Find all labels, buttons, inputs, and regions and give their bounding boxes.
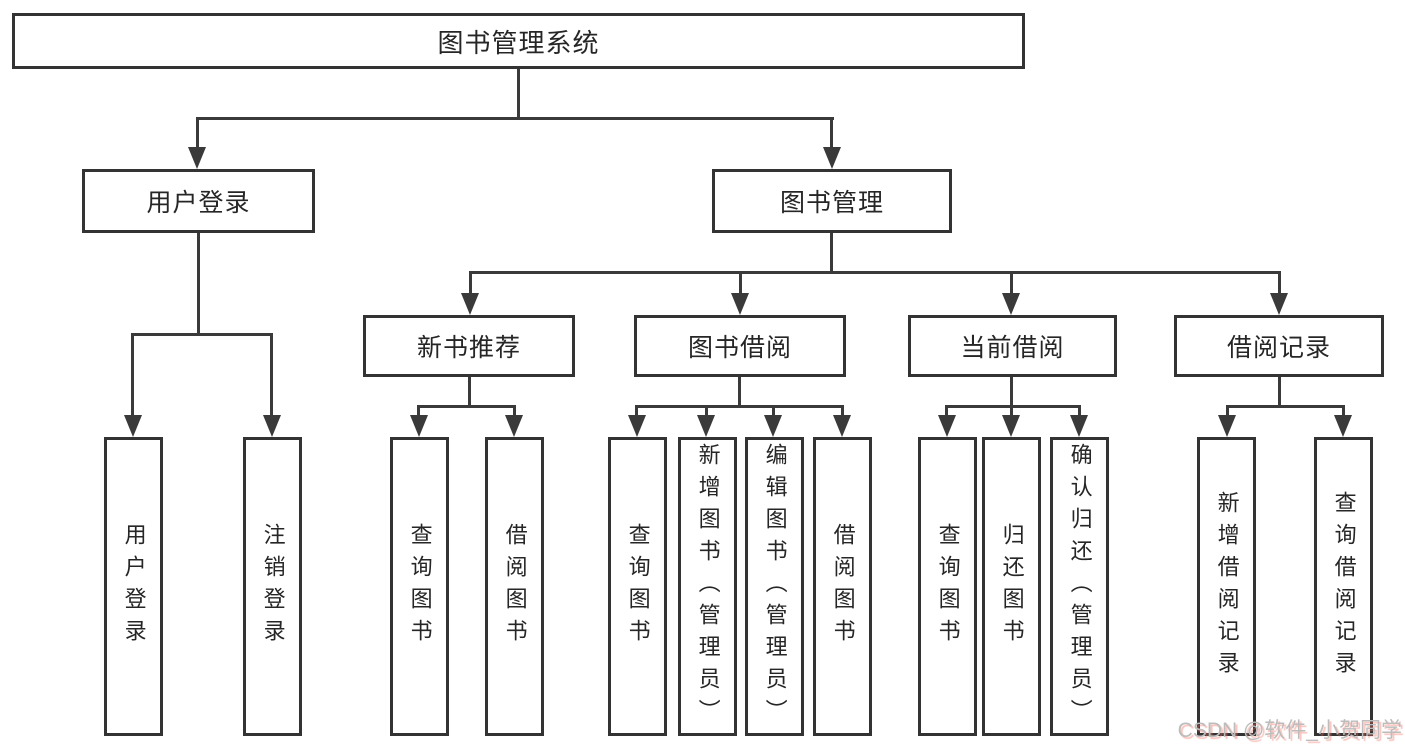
arrow-down-icon (461, 293, 479, 315)
leaf-borrow-book-label: 借阅图书 (830, 522, 856, 651)
connector-line (1278, 377, 1281, 407)
node-current-borrowing: 当前借阅 (908, 315, 1117, 377)
connector-line (469, 271, 1281, 274)
connector-line (738, 377, 741, 407)
arrow-down-icon (1070, 415, 1088, 437)
node-user-login-label: 用户登录 (146, 189, 251, 217)
node-new-book-recommend-label: 新书推荐 (416, 334, 521, 362)
arrow-down-icon (124, 415, 142, 437)
leaf-confirm-return-admin-label: 确认归还（管理员） (1067, 442, 1093, 731)
arrow-down-icon (410, 415, 428, 437)
leaf-edit-book-admin-label: 编辑图书（管理员） (762, 442, 788, 731)
arrow-down-icon (1002, 293, 1020, 315)
connector-line (469, 271, 472, 295)
connector-line (468, 377, 471, 407)
node-new-book-recommend: 新书推荐 (363, 315, 575, 377)
leaf-return-book-label: 归还图书 (999, 522, 1025, 651)
leaf-query-borrow-record: 查询借阅记录 (1314, 437, 1373, 736)
node-borrow-records: 借阅记录 (1174, 315, 1384, 377)
connector-line (841, 405, 844, 417)
connector-line (1078, 405, 1081, 417)
arrow-down-icon (1218, 415, 1236, 437)
connector-line (1010, 271, 1013, 295)
leaf-add-borrow-record: 新增借阅记录 (1197, 437, 1256, 736)
connector-line (197, 233, 200, 334)
connector-line (131, 333, 273, 336)
arrow-down-icon (764, 415, 782, 437)
connector-line (196, 117, 199, 149)
watermark-text: CSDN @软件_小贺同学 (1177, 719, 1402, 742)
arrow-down-icon (188, 147, 206, 169)
arrow-down-icon (1334, 415, 1352, 437)
leaf-logout-label: 注销登录 (260, 522, 286, 651)
arrow-down-icon (505, 415, 523, 437)
connector-line (270, 333, 273, 417)
leaf-borrow-book-recommend-label: 借阅图书 (502, 522, 528, 651)
arrow-down-icon (1270, 293, 1288, 315)
connector-line (635, 405, 638, 417)
connector-line (1010, 377, 1013, 407)
node-borrow-records-label: 借阅记录 (1226, 334, 1331, 362)
node-library-system: 图书管理系统 (12, 13, 1025, 69)
connector-line (517, 69, 520, 118)
connector-line (772, 405, 775, 417)
leaf-query-book-recommend-label: 查询图书 (407, 522, 433, 651)
leaf-user-login: 用户登录 (104, 437, 163, 736)
arrow-down-icon (833, 415, 851, 437)
leaf-query-book-current: 查询图书 (918, 437, 977, 736)
leaf-add-borrow-record-label: 新增借阅记录 (1214, 490, 1240, 683)
connector-line (945, 405, 948, 417)
connector-line (513, 405, 516, 417)
leaf-query-borrow-record-label: 查询借阅记录 (1331, 490, 1357, 683)
connector-line (1226, 405, 1345, 408)
node-user-login: 用户登录 (82, 169, 315, 233)
leaf-add-book-admin-label: 新增图书（管理员） (695, 442, 721, 731)
leaf-edit-book-admin: 编辑图书（管理员） (745, 437, 804, 736)
connector-line (705, 405, 708, 417)
node-book-borrowing-label: 图书借阅 (687, 334, 792, 362)
leaf-query-book-current-label: 查询图书 (935, 522, 961, 651)
connector-line (739, 271, 742, 295)
leaf-logout: 注销登录 (243, 437, 302, 736)
connector-line (830, 233, 833, 273)
connector-line (196, 117, 834, 120)
connector-line (1278, 271, 1281, 295)
connector-line (1342, 405, 1345, 417)
leaf-user-login-label: 用户登录 (121, 522, 147, 651)
leaf-query-book-recommend: 查询图书 (390, 437, 449, 736)
connector-line (417, 405, 516, 408)
arrow-down-icon (731, 293, 749, 315)
leaf-add-book-admin: 新增图书（管理员） (678, 437, 737, 736)
node-book-borrowing: 图书借阅 (634, 315, 846, 377)
connector-line (945, 405, 1081, 408)
node-library-system-label: 图书管理系统 (437, 27, 600, 58)
connector-line (635, 405, 844, 408)
leaf-borrow-book-recommend: 借阅图书 (485, 437, 544, 736)
node-book-management-label: 图书管理 (779, 189, 884, 217)
leaf-borrow-book: 借阅图书 (813, 437, 872, 736)
arrow-down-icon (1002, 415, 1020, 437)
connector-line (1226, 405, 1229, 417)
node-book-management: 图书管理 (712, 169, 952, 233)
arrow-down-icon (263, 415, 281, 437)
arrow-down-icon (823, 147, 841, 169)
arrow-down-icon (938, 415, 956, 437)
connector-line (417, 405, 420, 417)
connector-line (830, 117, 833, 149)
arrow-down-icon (628, 415, 646, 437)
leaf-confirm-return-admin: 确认归还（管理员） (1050, 437, 1109, 736)
leaf-query-book-borrowing-label: 查询图书 (625, 522, 651, 651)
leaf-return-book: 归还图书 (982, 437, 1041, 736)
arrow-down-icon (697, 415, 715, 437)
node-current-borrowing-label: 当前借阅 (960, 334, 1065, 362)
leaf-query-book-borrowing: 查询图书 (608, 437, 667, 736)
connector-line (1010, 405, 1013, 417)
connector-line (131, 333, 134, 417)
